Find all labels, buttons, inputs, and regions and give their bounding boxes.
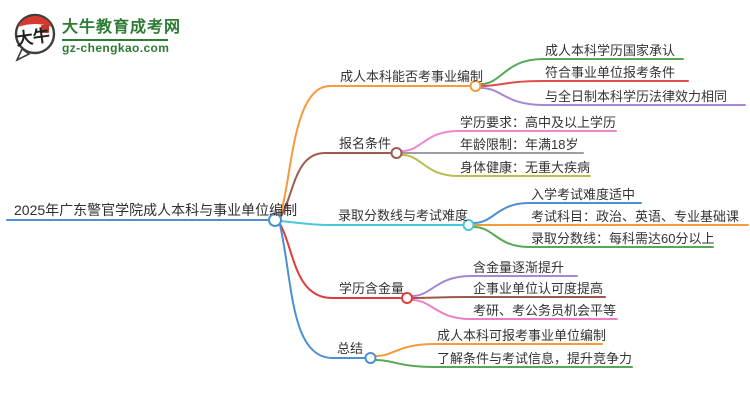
branch-2-node-handle[interactable] [390, 147, 403, 159]
daniu-bubble-icon: 大牛 [15, 13, 56, 62]
branch-4-child-3-wire [411, 299, 618, 320]
logo-divider [62, 39, 168, 41]
child-node[interactable]: 成人本科学历国家承认 [545, 43, 676, 58]
child-node[interactable]: 与全日制本科学历法律效力相同 [545, 89, 728, 104]
branch-2-child-3-wire [401, 154, 591, 177]
branch-1-child-2-wire [480, 80, 689, 87]
logo-title: 大牛教育成考网 [62, 19, 182, 36]
child-node[interactable]: 考研、考公务员机会平等 [473, 303, 617, 318]
branch-2-child-1-wire [401, 130, 617, 152]
branch-node[interactable]: 录取分数线与考试难度 [338, 208, 469, 223]
branch-3-node-handle[interactable] [462, 219, 475, 231]
child-node[interactable]: 入学考试难度适中 [531, 187, 636, 202]
branch-5-child-2-wire [375, 359, 633, 368]
branch-4-node-handle[interactable] [401, 292, 413, 304]
child-node[interactable]: 企事业单位认可度提高 [473, 281, 604, 296]
branch-4-curve [279, 223, 333, 299]
branch-1-node-handle[interactable] [469, 80, 482, 92]
branch-3-child-3-wire [473, 226, 714, 248]
branch-5-curve [279, 224, 334, 359]
branch-node[interactable]: 总结 [337, 341, 364, 356]
root-node[interactable]: 2025年广东警官学院成人本科与事业单位编制 [14, 202, 298, 218]
child-node[interactable]: 学历要求：高中及以上学历 [460, 115, 617, 130]
child-node[interactable]: 了解条件与考试信息，提升竞争力 [437, 351, 633, 366]
branch-5-child-1-wire [375, 343, 603, 357]
site-logo: 大牛 大牛教育成考网 gz-chengkao.com [12, 12, 181, 62]
branch-4-child-1-wire [411, 275, 578, 297]
branch-1-curve [279, 85, 331, 217]
branch-node[interactable]: 学历含金量 [339, 281, 405, 296]
root-node-handle[interactable] [268, 213, 282, 227]
child-node[interactable]: 考试科目：政治、英语、专业基础课 [531, 209, 740, 224]
child-node[interactable]: 成人本科可报考事业单位编制 [437, 328, 607, 343]
child-node[interactable]: 符合事业单位报考条件 [545, 65, 676, 80]
logo-domain: gz-chengkao.com [62, 41, 170, 55]
svg-text:大牛: 大牛 [15, 25, 51, 50]
branch-1-child-1-wire [480, 58, 684, 85]
child-node[interactable]: 含金量逐渐提升 [473, 260, 565, 275]
branch-3-child-1-wire [473, 202, 642, 224]
branch-4-child-2-wire [411, 296, 606, 299]
branch-2-curve [279, 152, 326, 219]
child-node[interactable]: 身体健康：无重大疾病 [460, 160, 591, 175]
branch-3-curve [280, 220, 331, 226]
branch-node[interactable]: 成人本科能否考事业编制 [340, 69, 484, 84]
branch-node[interactable]: 报名条件 [339, 136, 392, 151]
branch-1-child-3-wire [480, 87, 746, 106]
branch-5-node-handle[interactable] [364, 352, 377, 364]
child-node[interactable]: 录取分数线：每科需达60分以上 [531, 231, 715, 246]
child-node[interactable]: 年龄限制：年满18岁 [460, 137, 579, 152]
